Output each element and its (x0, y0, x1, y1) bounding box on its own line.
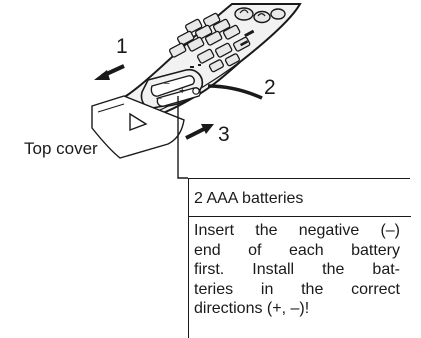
remote-button (168, 42, 187, 58)
instruction-line: directions (+, –)! (194, 300, 310, 317)
arrow-step-3 (185, 126, 207, 140)
cover-triangle-icon (129, 112, 148, 132)
remote-button (196, 48, 215, 64)
remote-button (184, 18, 203, 34)
callout-title: 2 AAA batteries (194, 190, 304, 207)
battery (150, 75, 195, 97)
remote-button (214, 42, 233, 58)
instruction-line: first. Install the bat- (194, 261, 400, 278)
round-button (234, 7, 254, 21)
top-cover-edge (97, 103, 125, 113)
instruction-line: end of each battery (194, 241, 400, 259)
remote-button (202, 12, 221, 28)
round-button-glyph (239, 9, 249, 14)
callout-instructions: Insert the negative (–) end of each batt… (194, 221, 400, 319)
arrow-step-1-head (94, 70, 110, 80)
remote-button (212, 18, 231, 34)
callout-leader (177, 96, 188, 179)
printed-marks (190, 29, 255, 68)
remote-button (222, 24, 241, 40)
round-button-glyph (257, 13, 266, 17)
minus-sign: – (156, 93, 162, 104)
remote-button (224, 53, 241, 67)
printed-mark (190, 66, 194, 68)
top-cover-label: Top cover (24, 139, 98, 158)
round-buttons (234, 7, 286, 24)
remote-button (194, 24, 213, 40)
remote-button (208, 59, 225, 73)
remote-button (186, 36, 205, 52)
round-button (270, 8, 286, 20)
step-number-2: 2 (264, 76, 276, 99)
printed-mark (239, 40, 249, 47)
instruction-line: teries in the correct (194, 280, 400, 298)
battery-compartment: + – – (140, 68, 204, 109)
step-number-3: 3 (218, 123, 230, 146)
button-grid (168, 12, 251, 73)
arrow-step-3-head (201, 124, 214, 134)
arrow-step-2 (207, 84, 263, 100)
battery-terminal (192, 87, 200, 95)
printed-mark (198, 64, 201, 66)
plus-sign: + (179, 85, 185, 97)
callout-divider (189, 216, 411, 217)
remote-button (204, 30, 223, 46)
remote-button (176, 30, 195, 46)
printed-mark (244, 29, 255, 38)
minus-sign: – (164, 78, 170, 89)
step-number-1: 1 (116, 35, 128, 58)
instruction-line: Insert the negative (–) (194, 222, 400, 239)
round-button (253, 10, 271, 24)
battery-callout: 2 AAA batteries Insert the negative (–) … (188, 178, 411, 338)
